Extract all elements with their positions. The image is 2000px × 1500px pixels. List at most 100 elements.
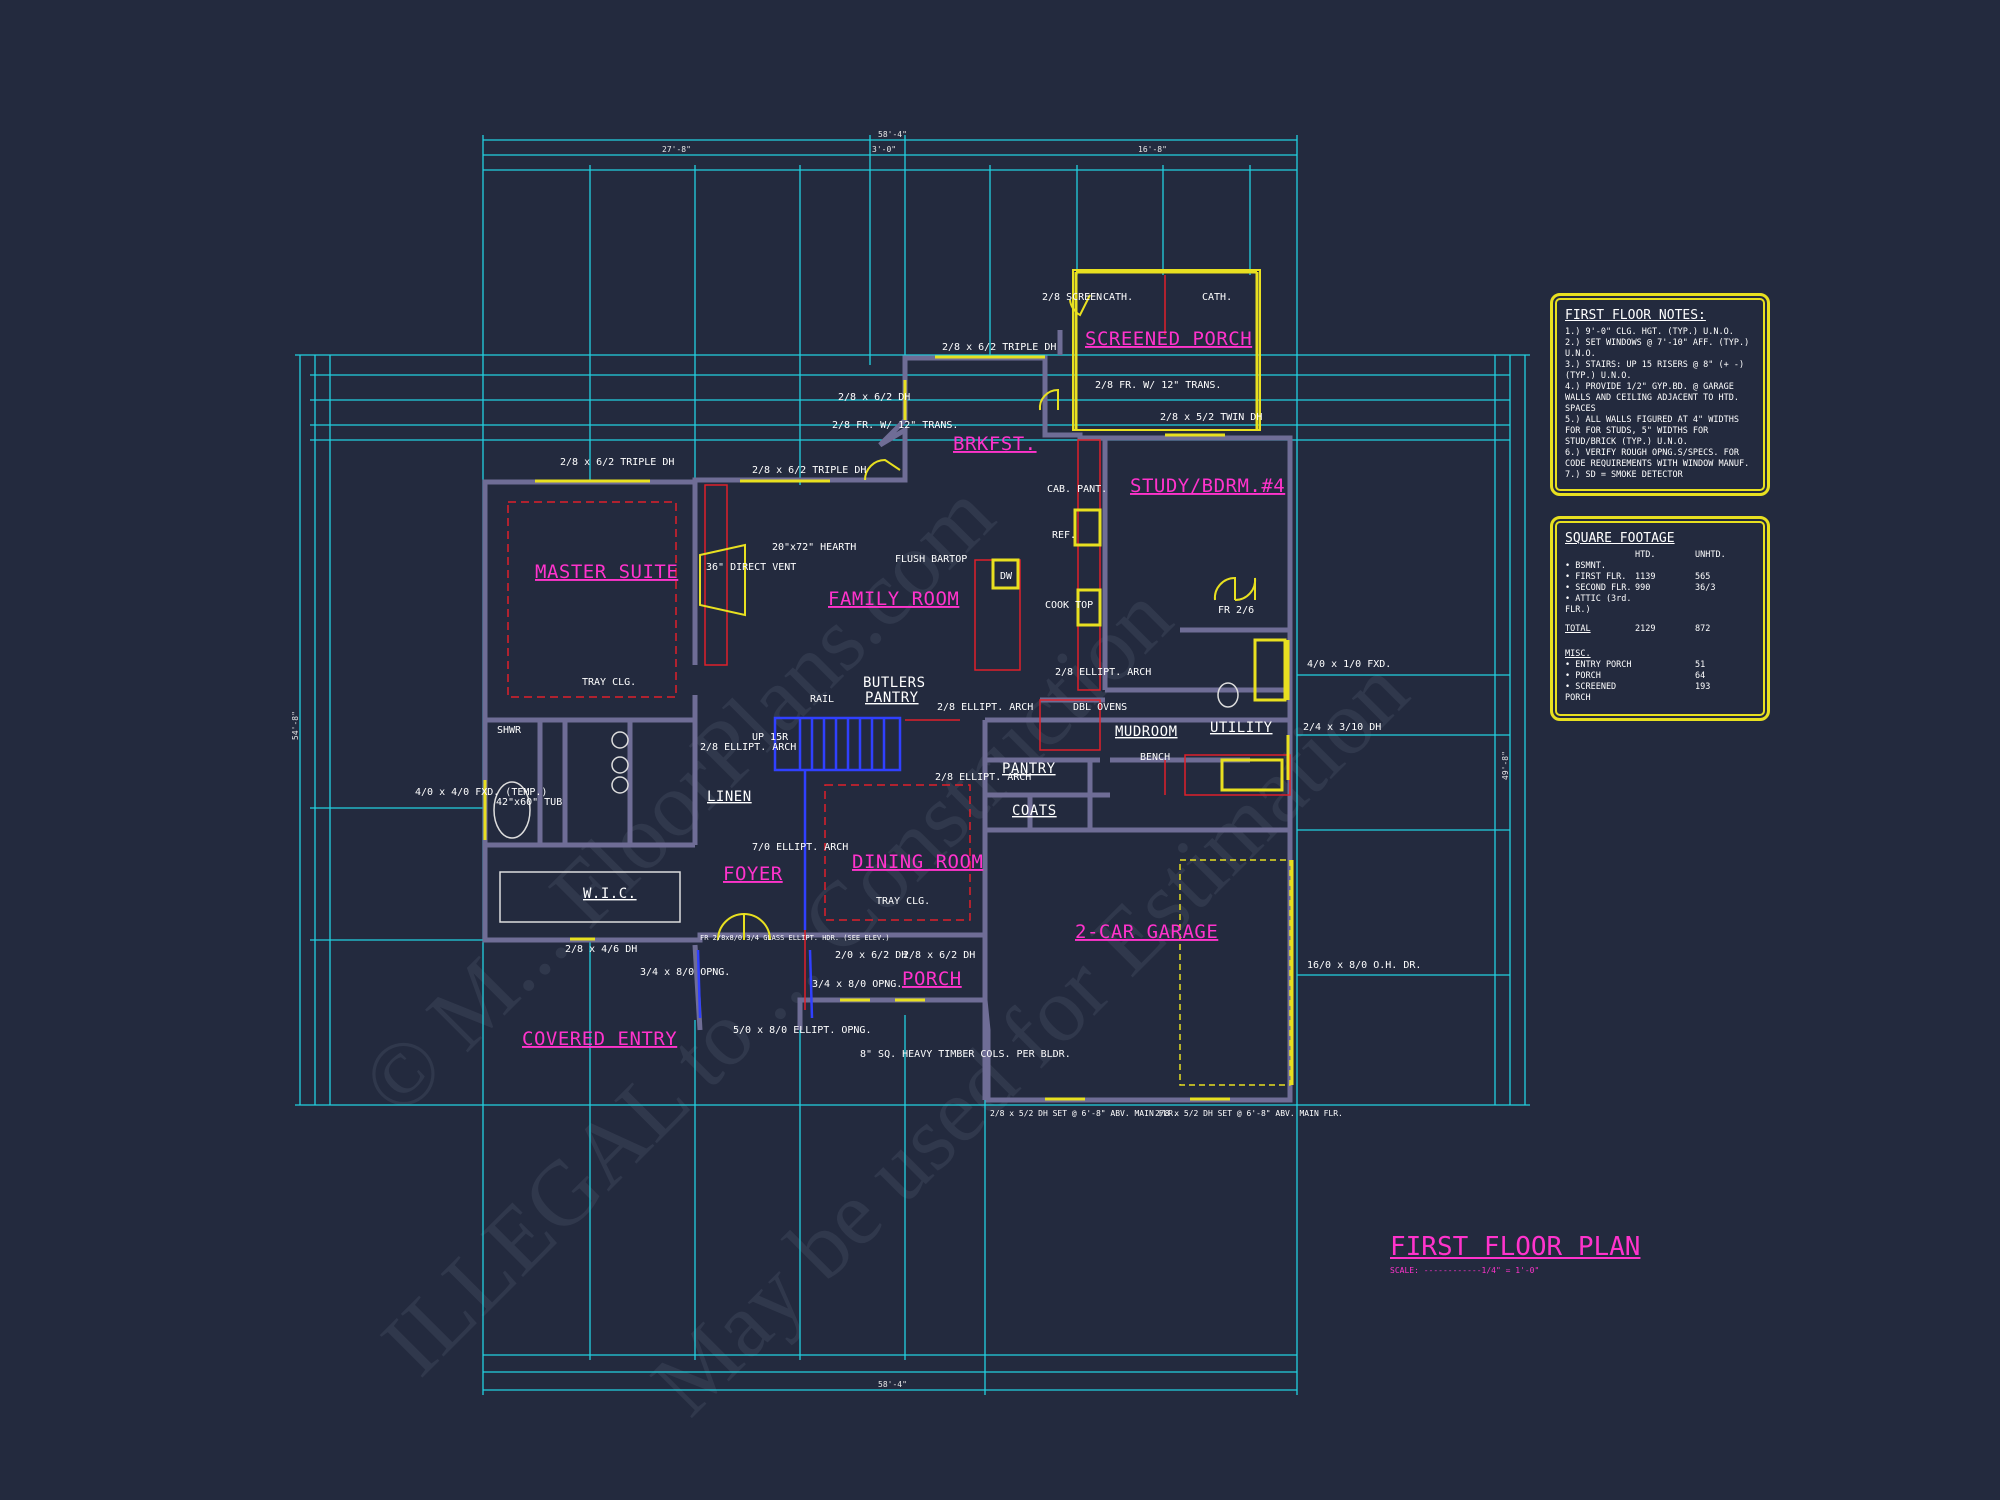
- label-ellipt-opng: 5/0 x 8/0 ELLIPT. OPNG.: [733, 1025, 871, 1036]
- sqft-col-htd: HTD.: [1635, 550, 1656, 560]
- label-garage-dh-2: 2/8 x 5/2 DH SET @ 6'-8" ABV. MAIN FLR.: [1155, 1109, 1343, 1118]
- label-ellipt-arch: 2/8 ELLIPT. ARCH: [1055, 667, 1151, 678]
- label-dh-porch-1: 2/0 x 6/2 DH: [835, 950, 907, 961]
- sqft-row: • ATTIC (3rd. FLR.): [1565, 594, 1632, 615]
- sqft-row: • BSMNT.: [1565, 561, 1606, 571]
- label-direct-vent: 36" DIRECT VENT: [706, 562, 796, 573]
- label-tub: 42"x60" TUB: [496, 797, 562, 808]
- room-study: STUDY/BDRM.#4: [1130, 475, 1285, 497]
- notes-title: FIRST FLOOR NOTES:: [1565, 308, 1706, 323]
- label-ellipt-arch-5: 2/8 ELLIPT. ARCH: [935, 772, 1031, 783]
- label-cab-pant: CAB. PANT.: [1047, 484, 1107, 495]
- dim-overall-bottom: 58'-4": [878, 1380, 907, 1389]
- label-dbl-ovens: DBL OVENS: [1073, 702, 1127, 713]
- plan-scale: SCALE: ------------1/4" = 1'-0": [1390, 1266, 1540, 1275]
- label-fr-trans-2: 2/8 FR. W/ 12" TRANS.: [1095, 380, 1221, 391]
- label-tub-fxd: 4/0 x 4/0 FXD. (TEMP.): [415, 787, 547, 798]
- room-utility: UTILITY: [1210, 720, 1273, 736]
- label-oh-dr: 16/0 x 8/0 O.H. DR.: [1307, 960, 1421, 971]
- sqft-header: HTD. UNHTD.: [1565, 550, 1755, 561]
- first-floor-notes: FIRST FLOOR NOTES: 1.) 9'-0" CLG. HGT. (…: [1550, 293, 1770, 496]
- label-rail: RAIL: [810, 694, 834, 705]
- label-cath-1: CATH.: [1103, 292, 1133, 303]
- dim-mid-top: 3'-0": [872, 145, 896, 154]
- room-porch: PORCH: [902, 968, 962, 990]
- label-triple-master: 2/8 x 6/2 TRIPLE DH: [560, 457, 674, 468]
- label-fr-26: FR 2/6: [1218, 605, 1254, 616]
- label-glass-hdr: FR 2/8x8/0 3/4 GLASS ELLIPT. HDR. (SEE E…: [700, 934, 890, 942]
- room-butlers-2: PANTRY: [865, 690, 919, 706]
- label-ellipt-arch-2: 7/0 ELLIPT. ARCH: [752, 842, 848, 853]
- dim-overall-top: 58'-4": [878, 130, 907, 139]
- label-fxd-right: 4/0 x 1/0 FXD.: [1307, 659, 1391, 670]
- label-up: UP 15R: [752, 732, 789, 743]
- room-mudroom: MUDROOM: [1115, 724, 1178, 740]
- room-family: FAMILY ROOM: [828, 588, 959, 610]
- room-dining: DINING ROOM: [852, 851, 983, 873]
- dim-right-side: 49'-8": [1501, 751, 1510, 780]
- label-flush-bartop: FLUSH BARTOP: [895, 554, 967, 565]
- room-linen: LINEN: [707, 789, 752, 805]
- label-shwr: SHWR: [497, 725, 522, 736]
- label-dh-26: 2/8 x 6/2 DH: [838, 392, 910, 403]
- note-5: 5.) ALL WALLS FIGURED AT 4" WIDTHS FOR F…: [1565, 415, 1739, 447]
- label-dh-right: 2/4 x 3/10 DH: [1303, 722, 1381, 733]
- label-triple-dh-top: 2/8 x 6/2 TRIPLE DH: [942, 342, 1056, 353]
- label-cath-2: CATH.: [1202, 292, 1232, 303]
- note-1: 1.) 9'-0" CLG. HGT. (TYP.) U.N.O.: [1565, 327, 1734, 337]
- dim-left-top: 27'-8": [662, 145, 691, 154]
- room-brkfst: BRKFST.: [953, 433, 1037, 455]
- room-screened-porch: SCREENED PORCH: [1085, 328, 1252, 350]
- room-foyer: FOYER: [723, 863, 783, 885]
- note-4: 4.) PROVIDE 1/2" GYP.BD. @ GARAGE WALLS …: [1565, 382, 1739, 414]
- room-covered-entry: COVERED ENTRY: [522, 1028, 677, 1050]
- sqft-title: SQUARE FOOTAGE: [1565, 531, 1675, 546]
- windows-doors: [483, 269, 1294, 1101]
- label-cooktop: COOK TOP: [1045, 600, 1093, 611]
- dim-left-side: 54'-8": [291, 711, 300, 740]
- red-lines: [507, 275, 1291, 1010]
- label-hearth: 20"x72" HEARTH: [772, 542, 856, 553]
- sqft-misc-title: MISC.: [1565, 649, 1591, 659]
- room-coats: COATS: [1012, 803, 1057, 819]
- stair: [696, 716, 902, 1019]
- label-tray-clg-2: TRAY CLG.: [876, 896, 930, 907]
- label-opng-34b: 3/4 x 8/0 OPNG.: [812, 979, 902, 990]
- label-triple-family: 2/8 x 6/2 TRIPLE DH: [752, 465, 866, 476]
- dimension-lines: [295, 135, 1530, 1395]
- dim-right-top: 16'-8": [1138, 145, 1167, 154]
- room-wic: W.I.C.: [583, 886, 637, 902]
- label-fr-trans: 2/8 FR. W/ 12" TRANS.: [832, 420, 958, 431]
- room-garage: 2-CAR GARAGE: [1075, 921, 1218, 943]
- note-7: 7.) SD = SMOKE DETECTOR: [1565, 470, 1683, 480]
- note-3: 3.) STAIRS: UP 15 RISERS @ 8" (+ -) (TYP…: [1565, 360, 1745, 381]
- label-ellipt-arch-4: 2/8 ELLIPT. ARCH: [937, 702, 1033, 713]
- square-footage-table: SQUARE FOOTAGE HTD. UNHTD. • BSMNT. • FIR…: [1550, 516, 1770, 721]
- label-screen: 2/8 SCREEN: [1042, 292, 1102, 303]
- room-butlers-1: BUTLERS: [863, 675, 926, 691]
- label-ellipt-arch-3: 2/8 ELLIPT. ARCH: [700, 742, 796, 753]
- label-twin-dh: 2/8 x 5/2 TWIN DH: [1160, 412, 1262, 423]
- label-timber: 8" SQ. HEAVY TIMBER COLS. PER BLDR.: [860, 1049, 1071, 1060]
- label-dh-wic: 2/8 x 4/6 DH: [565, 944, 637, 955]
- label-dh-porch-2: 2/8 x 6/2 DH: [903, 950, 975, 961]
- label-dw: DW: [1000, 571, 1013, 582]
- room-master-suite: MASTER SUITE: [535, 561, 678, 583]
- note-2: 2.) SET WINDOWS @ 7'-10" AFF. (TYP.) U.N…: [1565, 338, 1750, 359]
- label-tray-clg: TRAY CLG.: [582, 677, 636, 688]
- label-ref: REF.: [1052, 530, 1076, 541]
- label-bench: BENCH: [1140, 752, 1170, 763]
- plan-title: FIRST FLOOR PLAN: [1390, 1232, 1641, 1262]
- room-pantry: PANTRY: [1002, 761, 1056, 777]
- note-6: 6.) VERIFY ROUGH OPNG.S/SPECS. FOR CODE …: [1565, 448, 1750, 469]
- label-opng-34: 3/4 x 8/0 OPNG.: [640, 967, 730, 978]
- sqft-col-unhtd: UNHTD.: [1695, 550, 1726, 560]
- label-garage-dh-1: 2/8 x 5/2 DH SET @ 6'-8" ABV. MAIN FLR.: [990, 1109, 1178, 1118]
